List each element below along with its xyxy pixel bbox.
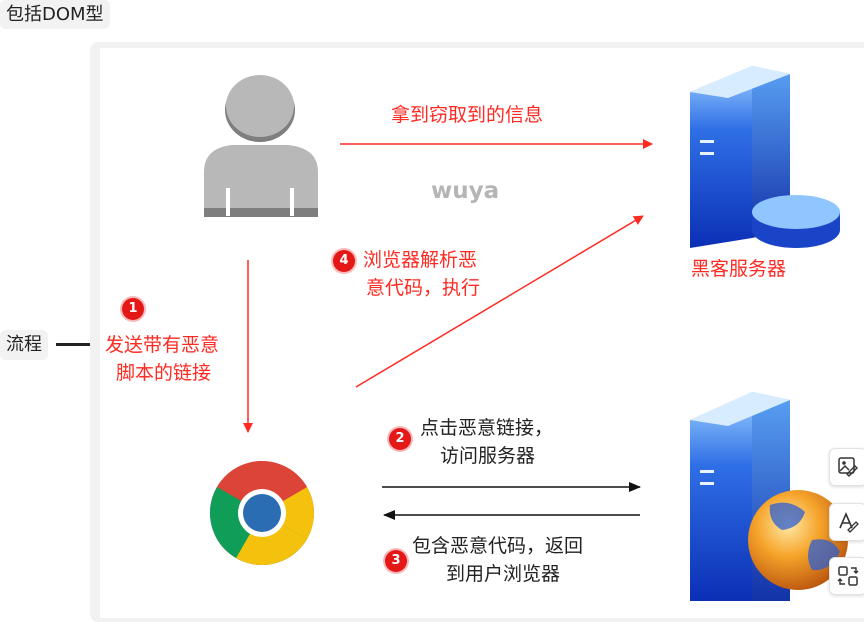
swap-icon <box>837 565 859 587</box>
watermark: wuya <box>431 178 499 204</box>
image-edit-icon <box>837 456 859 478</box>
step-2-label-line2: 访问服务器 <box>440 444 535 469</box>
step-4-badge: 4 <box>333 250 355 272</box>
arrow-browser-to-hacker <box>356 216 643 387</box>
user-icon <box>204 75 318 217</box>
step-1-badge: 1 <box>122 298 144 320</box>
step-2-badge: 2 <box>389 428 411 450</box>
step-3-label-line2: 到用户浏览器 <box>446 562 560 587</box>
text-edit-icon <box>837 511 859 533</box>
stolen-info-label: 拿到窃取到的信息 <box>391 103 543 128</box>
swap-button[interactable] <box>829 557 864 595</box>
chrome-browser-icon <box>210 461 314 565</box>
web-server-icon <box>690 392 848 601</box>
step-1-label-line1: 发送带有恶意 <box>105 333 219 358</box>
step-3-badge: 3 <box>385 550 407 572</box>
step-3-label-line1: 包含恶意代码，返回 <box>412 534 583 559</box>
step-4-label-line1: 浏览器解析恶 <box>363 248 477 273</box>
image-edit-button[interactable] <box>829 448 864 486</box>
step-4-label-line2: 意代码，执行 <box>366 276 480 301</box>
step-2-label-line1: 点击恶意链接， <box>420 416 553 441</box>
step-1-label-line2: 脚本的链接 <box>116 361 211 386</box>
hacker-server-icon <box>690 66 840 248</box>
text-edit-button[interactable] <box>829 503 864 541</box>
hacker-server-label: 黑客服务器 <box>691 257 786 282</box>
